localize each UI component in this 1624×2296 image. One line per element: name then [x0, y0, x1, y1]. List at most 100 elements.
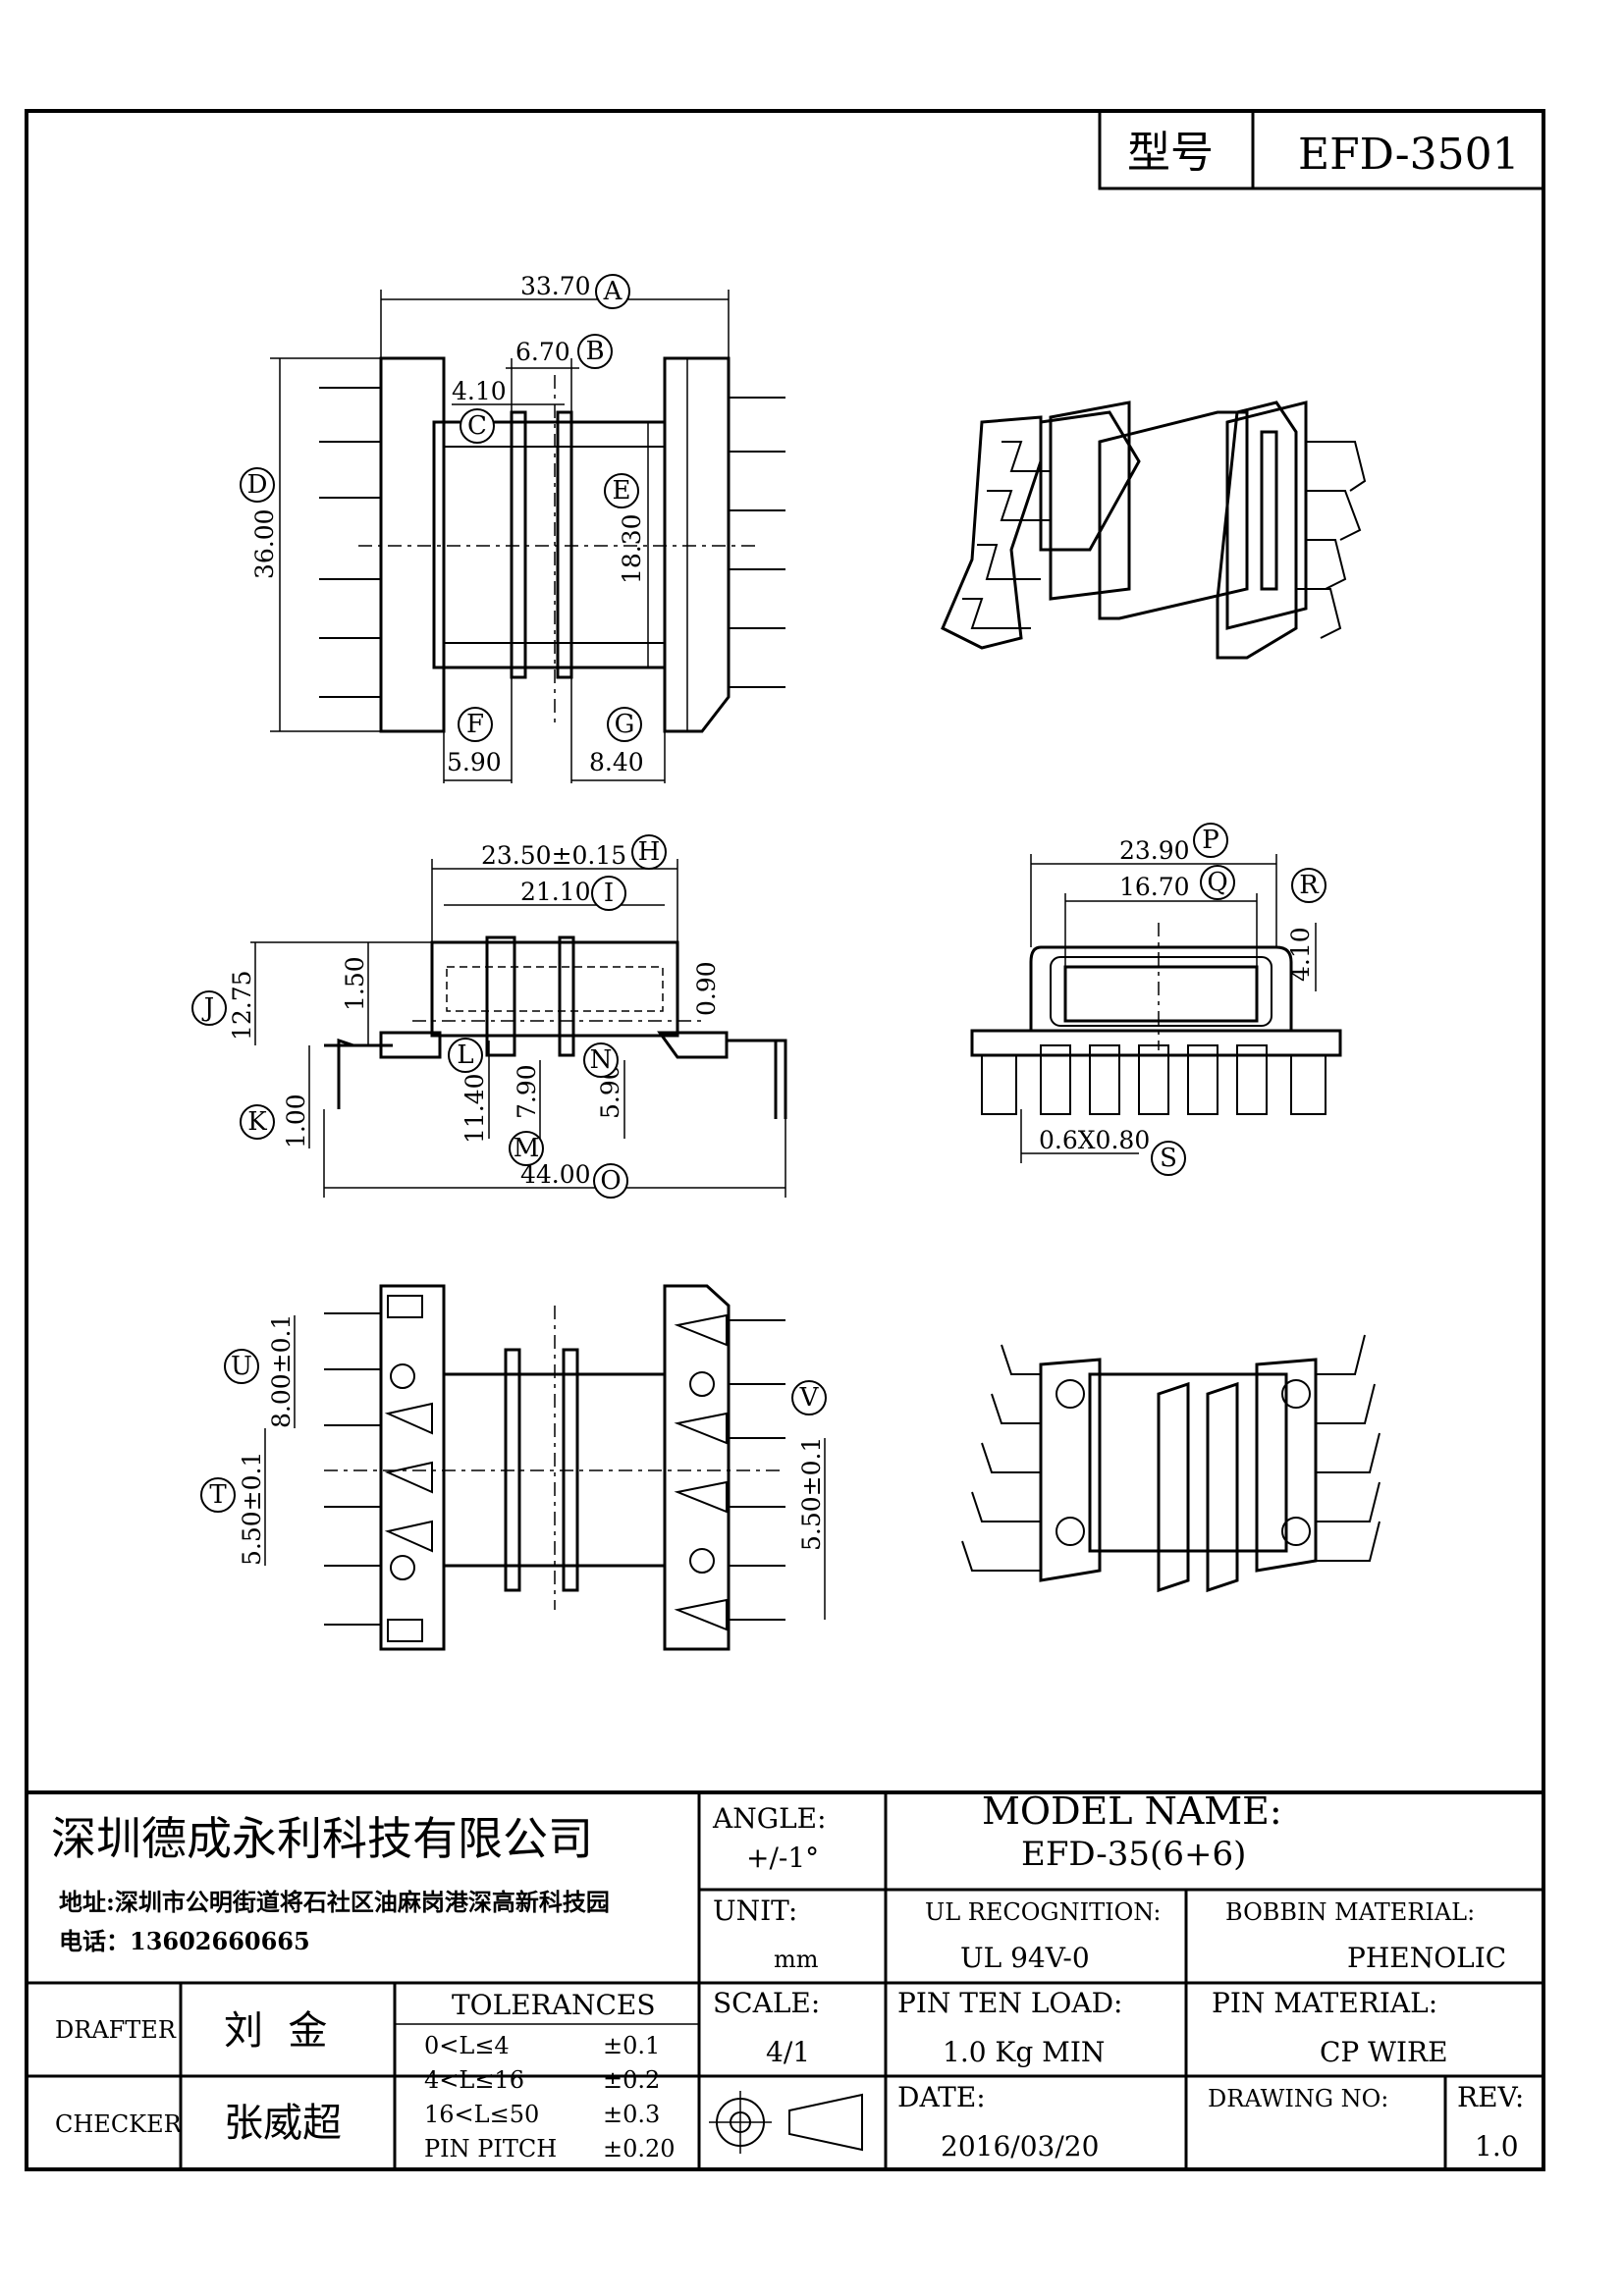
tolerances-label: TOLERANCES [452, 1989, 656, 2021]
tolerance-range: 16<L≤50 [424, 2101, 539, 2128]
dim-E: 18.30 [618, 513, 646, 584]
front-view: 23.90 16.70 4.10 0.6X0.80 [970, 836, 1342, 1163]
rev-label: REV: [1457, 2081, 1524, 2113]
dim-J-sub: 1.50 [341, 956, 369, 1011]
ul-value: UL 94V-0 [960, 1942, 1090, 1974]
drafter-name: 刘 金 [224, 2008, 327, 2054]
bubble-M: M [509, 1131, 544, 1166]
bubble-F: F [458, 707, 493, 742]
dim-S: 0.6X0.80 [1039, 1126, 1150, 1154]
svg-text:Q: Q [1207, 868, 1227, 897]
dim-J: 12.75 [228, 970, 256, 1041]
dim-Q: 16.70 [1119, 873, 1190, 901]
dim-N-side: 0.90 [692, 961, 721, 1016]
svg-text:F: F [466, 710, 484, 739]
svg-text:T: T [209, 1480, 227, 1510]
pin-material-label: PIN MATERIAL: [1212, 1987, 1437, 2019]
tolerance-value: ±0.1 [603, 2032, 660, 2059]
bubble-D: D [240, 467, 275, 503]
dim-V: 5.50±0.1 [797, 1437, 826, 1551]
bubble-A: A [595, 274, 630, 309]
pin-material-value: CP WIRE [1320, 2036, 1448, 2068]
dim-L: 11.40 [460, 1073, 489, 1144]
company-address: 地址:深圳市公明街道将石社区油麻岗港深高新科技园 [59, 1888, 610, 1916]
bottom-view: 8.00±0.1 5.50±0.1 5.50±0.1 [238, 1284, 826, 1651]
tolerance-range: 0<L≤4 [424, 2032, 510, 2059]
bubble-K: K [240, 1104, 275, 1140]
svg-text:L: L [457, 1041, 473, 1070]
bubble-C: C [460, 408, 495, 444]
unit-value: mm [774, 1946, 819, 1973]
bubble-H: H [631, 834, 667, 870]
svg-text:P: P [1202, 826, 1219, 855]
isometric-view-top [941, 400, 1367, 660]
tolerance-range: PIN PITCH [424, 2135, 557, 2163]
svg-text:N: N [590, 1045, 613, 1075]
ul-label: UL RECOGNITION: [925, 1898, 1161, 1926]
svg-text:K: K [247, 1107, 267, 1137]
tolerance-value: ±0.3 [603, 2101, 660, 2128]
dimension-bubbles: A B C D E F G H I J K L M N O P Q R S T … [191, 274, 1326, 1513]
dim-P: 23.90 [1119, 836, 1190, 865]
drafter-label: DRAFTER [55, 2016, 177, 2044]
dim-D: 36.00 [250, 508, 279, 579]
drawing-frame [25, 109, 1545, 2171]
bubble-J: J [191, 990, 227, 1026]
svg-text:H: H [638, 837, 661, 867]
dim-I: 21.10 [520, 878, 591, 906]
company-phone: 电话：13602660665 [59, 1927, 310, 1955]
dim-G: 8.40 [589, 748, 644, 776]
svg-text:I: I [604, 879, 614, 908]
checker-name: 张威超 [224, 2101, 342, 2146]
dim-C: 4.10 [452, 377, 507, 405]
svg-text:M: M [514, 1134, 540, 1163]
bubble-I: I [591, 876, 626, 911]
svg-text:J: J [201, 993, 214, 1023]
tolerance-value: ±0.2 [603, 2066, 660, 2094]
bobbin-value: PHENOLIC [1347, 1942, 1506, 1974]
date-label: DATE: [897, 2081, 986, 2113]
title-block: 深圳德成永利科技有限公司 地址:深圳市公明街道将石社区油麻岗港深高新科技园 电话… [27, 1789, 1543, 2169]
rev-value: 1.0 [1475, 2130, 1519, 2163]
scale-label: SCALE: [713, 1987, 820, 2019]
dim-U: 8.00±0.1 [267, 1314, 296, 1428]
svg-text:S: S [1160, 1144, 1177, 1173]
bobbin-label: BOBBIN MATERIAL: [1225, 1898, 1475, 1926]
svg-text:C: C [467, 411, 487, 441]
scale-value: 4/1 [766, 2036, 810, 2068]
angle-value: +/-1° [746, 1842, 819, 1874]
dim-K: 1.00 [282, 1094, 310, 1148]
dim-H: 23.50±0.15 [481, 841, 626, 870]
bubble-L: L [448, 1038, 483, 1073]
svg-text:E: E [613, 476, 631, 506]
dim-A: 33.70 [520, 272, 591, 300]
drawing-no-label: DRAWING NO: [1208, 2085, 1388, 2112]
svg-text:V: V [799, 1383, 820, 1413]
dim-M: 7.90 [513, 1064, 541, 1119]
bubble-R: R [1291, 868, 1326, 903]
bubble-B: B [577, 334, 613, 369]
top-view: 33.70 6.70 4.10 36.00 18.30 5.90 8.40 [250, 272, 785, 783]
dim-F: 5.90 [447, 748, 502, 776]
dim-T: 5.50±0.1 [238, 1452, 266, 1566]
pin-load-label: PIN TEN LOAD: [897, 1987, 1122, 2019]
svg-text:R: R [1299, 871, 1320, 900]
projection-symbol [709, 2091, 863, 2154]
model-label: 型号 [1127, 128, 1214, 178]
date-value: 2016/03/20 [941, 2130, 1099, 2163]
bubble-O: O [593, 1163, 628, 1199]
model-name-label: MODEL NAME: [982, 1789, 1282, 1833]
dim-R: 4.10 [1286, 927, 1315, 982]
bubble-T: T [200, 1477, 236, 1513]
angle-label: ANGLE: [712, 1802, 827, 1835]
bubble-E: E [604, 473, 639, 508]
bubble-Q: Q [1200, 865, 1235, 900]
svg-text:G: G [615, 710, 635, 739]
bubble-N: N [583, 1042, 619, 1078]
svg-text:D: D [247, 470, 268, 500]
tolerance-table: 0<L≤4 ±0.1 4<L≤16 ±0.2 16<L≤50 ±0.3 PIN … [424, 2032, 676, 2163]
checker-label: CHECKER [55, 2110, 183, 2138]
bubble-V: V [791, 1380, 827, 1415]
svg-text:U: U [231, 1352, 252, 1381]
